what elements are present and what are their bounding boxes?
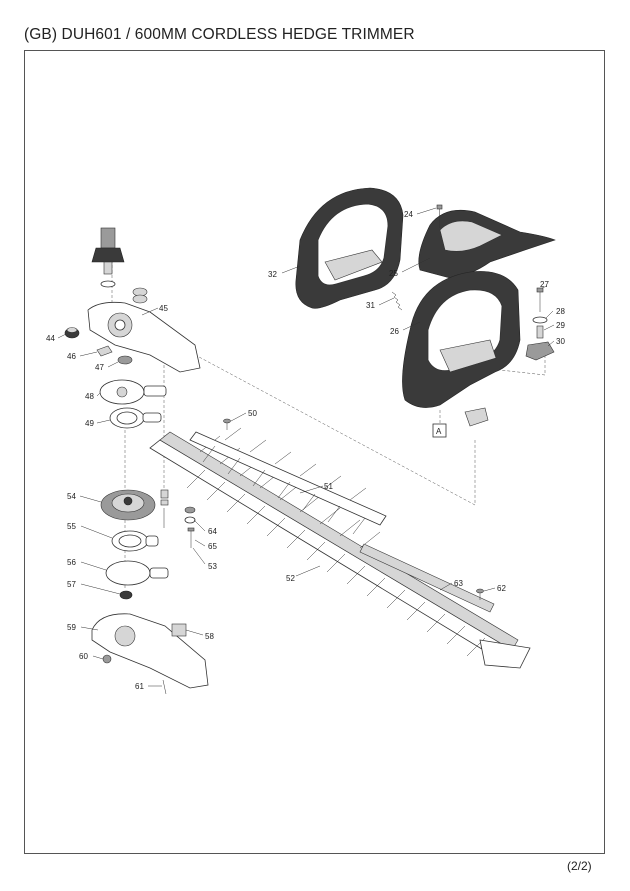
page-number: (2/2): [567, 859, 592, 873]
spacer-58: [171, 623, 187, 637]
screw-27: [536, 287, 544, 312]
label-29: 29: [556, 321, 565, 330]
clamp-30: [525, 341, 555, 361]
bearing-57: [119, 590, 133, 600]
handle-base-clip: [464, 407, 489, 427]
bearing-44: [64, 327, 80, 339]
label-64: 64: [208, 527, 217, 536]
label-30: 30: [556, 337, 565, 346]
part-labels: 24 25 26 27 28 29 30 31 32 44 45 46 47 4…: [46, 210, 565, 691]
label-59: 59: [67, 623, 76, 632]
ring-55: [111, 530, 159, 552]
label-53: 53: [208, 562, 217, 571]
main-handle-26: [402, 271, 521, 408]
label-45: 45: [159, 304, 168, 313]
diagram-frame: [24, 50, 605, 854]
upper-blade: [189, 427, 387, 535]
screw-61: [162, 679, 167, 695]
label-28: 28: [556, 307, 565, 316]
label-65: 65: [208, 542, 217, 551]
gear-housing-45: [87, 301, 201, 373]
collar-29: [536, 325, 544, 339]
armature: [91, 227, 125, 288]
plate-46: [96, 345, 113, 357]
bearing-47: [117, 355, 133, 365]
gear-housing-cover-59: [91, 613, 209, 689]
washer-64: [184, 506, 196, 524]
label-27: 27: [540, 280, 549, 289]
switch-cover-25: [418, 209, 556, 279]
page-title: (GB) DUH601 / 600MM CORDLESS HEDGE TRIMM…: [24, 26, 415, 43]
label-58: 58: [205, 632, 214, 641]
screw-62: [476, 588, 484, 600]
label-49: 49: [85, 419, 94, 428]
plate-56: [105, 560, 169, 586]
label-54: 54: [67, 492, 76, 501]
crank-gear-54: [100, 489, 156, 521]
label-60: 60: [79, 652, 88, 661]
reference-marker-a: A: [432, 423, 447, 438]
plate-48: [99, 379, 167, 405]
label-62: 62: [497, 584, 506, 593]
label-55: 55: [67, 522, 76, 531]
label-50: 50: [248, 409, 257, 418]
label-57: 57: [67, 580, 76, 589]
label-25: 25: [389, 269, 398, 278]
label-52: 52: [286, 574, 295, 583]
nut-stack: [160, 489, 169, 528]
spring-31: [391, 291, 403, 311]
label-51: 51: [324, 482, 333, 491]
bearing-pair: [132, 287, 148, 304]
ring-49: [109, 407, 162, 429]
label-56: 56: [67, 558, 76, 567]
label-61: 61: [135, 682, 144, 691]
label-48: 48: [85, 392, 94, 401]
label-46: 46: [67, 352, 76, 361]
label-31: 31: [366, 301, 375, 310]
washer-28: [532, 316, 548, 324]
reference-marker-label: A: [436, 427, 442, 436]
bolt-65: [187, 527, 195, 548]
screw-60: [102, 654, 112, 664]
label-26: 26: [390, 327, 399, 336]
label-32: 32: [268, 270, 277, 279]
screw-24: [436, 204, 443, 228]
front-handle-32: [295, 187, 404, 309]
screw-50: [223, 418, 231, 430]
blade-assembly: [149, 431, 531, 669]
label-63: 63: [454, 579, 463, 588]
label-47: 47: [95, 363, 104, 372]
label-44: 44: [46, 334, 55, 343]
leader-lines: [57, 207, 555, 687]
label-24: 24: [404, 210, 413, 219]
